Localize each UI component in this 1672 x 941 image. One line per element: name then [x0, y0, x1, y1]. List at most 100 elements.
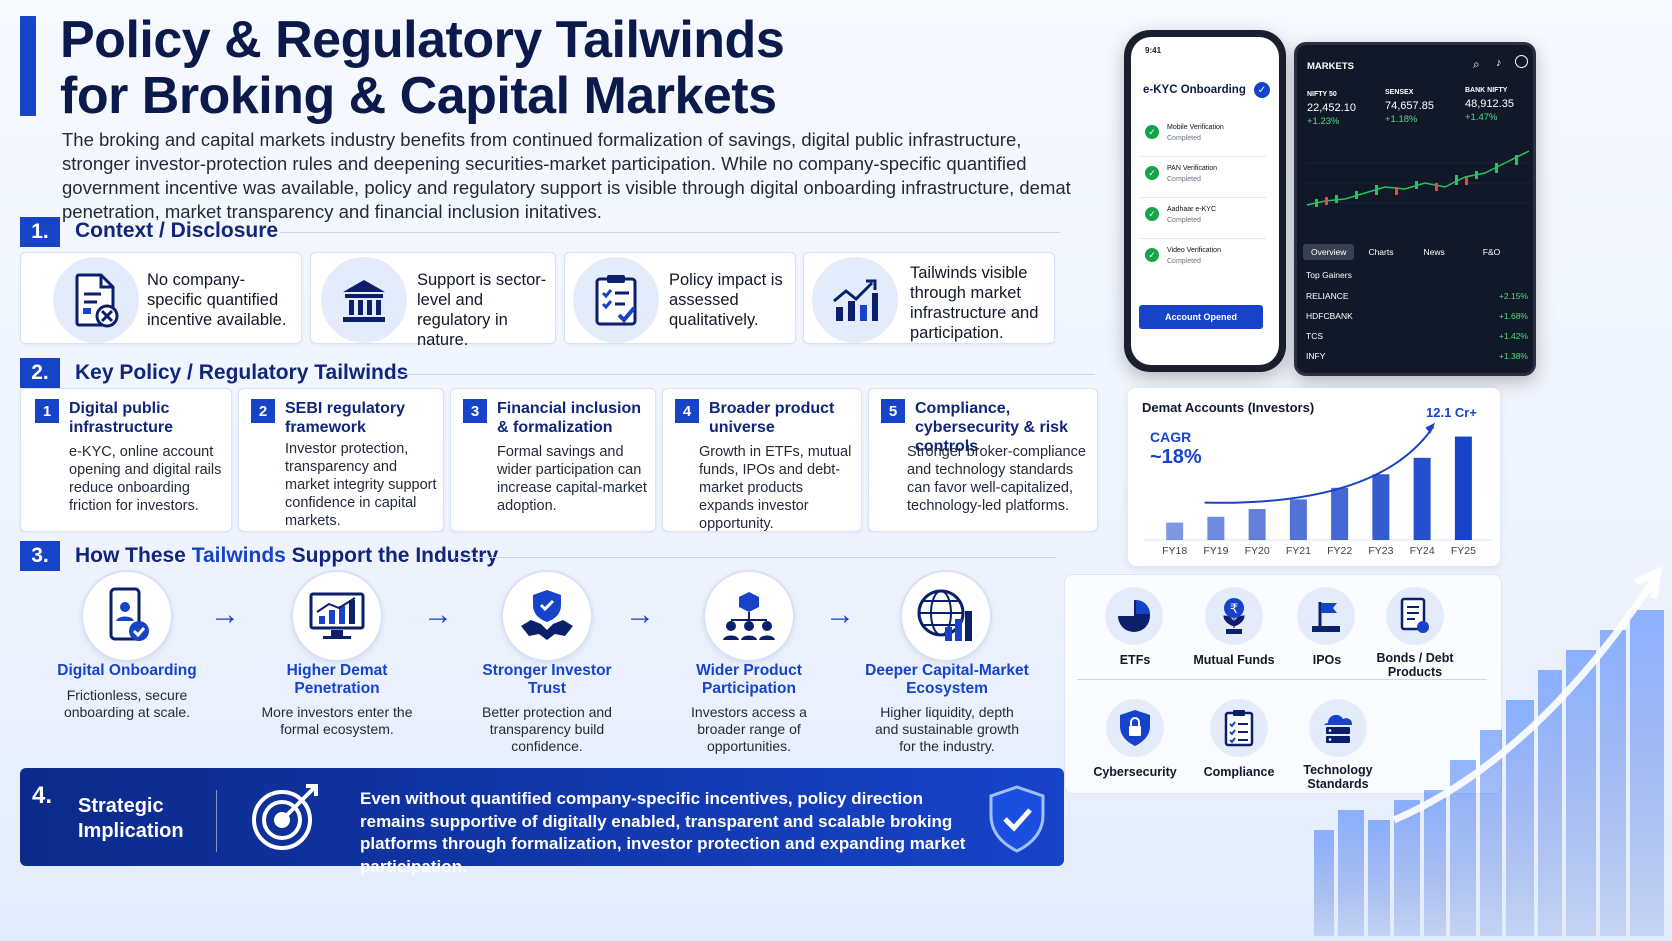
chart-bar: [1289, 499, 1307, 540]
flow-step-title: Digital Onboarding: [57, 662, 197, 679]
check-icon: ✓: [1145, 207, 1159, 221]
x-tick-label: FY21: [1286, 545, 1311, 557]
demat-accounts-chart: Demat Accounts (Investors) CAGR ~18% 12.…: [1128, 388, 1500, 566]
top-gainers-title: Top Gainers: [1306, 270, 1352, 280]
product-etfs: ETFs: [1105, 587, 1165, 667]
context-card-text: Tailwinds visible through market infrast…: [910, 264, 1039, 342]
policy-card-4: 4 Broader product universe Growth in ETF…: [662, 388, 862, 532]
growth-chart-icon: [812, 257, 898, 343]
chart-bar: [1413, 457, 1431, 540]
index-nifty: NIFTY 50 22,452.10 +1.23%: [1307, 91, 1356, 127]
shield-handshake-icon: [501, 570, 593, 662]
lock-shield-icon: [1106, 699, 1164, 757]
flow-step-title: Higher Demat Penetration: [286, 662, 388, 697]
gainers-list: RELIANCE+2.15% HDFCBANK+1.68% TCS+1.42% …: [1306, 291, 1528, 371]
gainer-row[interactable]: TCS+1.42%: [1306, 331, 1528, 341]
kyc-step: ✓ PAN Verification Completed: [1141, 158, 1266, 198]
tab-overview[interactable]: Overview: [1303, 244, 1355, 260]
policy-description: e-KYC, online account opening and digita…: [69, 444, 222, 514]
kyc-step: ✓ Video Verification Completed: [1141, 240, 1266, 280]
target-arrow-icon: [248, 782, 322, 857]
section-1-title: Context / Disclosure: [75, 219, 279, 242]
flow-step-description: Higher liquidity, depth and sustainable …: [875, 704, 1019, 754]
x-tick-label: FY22: [1327, 545, 1352, 557]
section-3-title: How These Tailwinds Support the Industry: [75, 544, 499, 567]
policy-title: Compliance, cybersecurity & risk control…: [915, 400, 1068, 455]
arrow-right-icon: →: [625, 598, 655, 631]
section-2-number: 2.: [20, 358, 60, 388]
account-opened-button[interactable]: Account Opened: [1139, 305, 1263, 329]
product-compliance: Compliance: [1203, 699, 1275, 779]
context-card-text: No company-specific quantified incentive…: [147, 271, 287, 329]
bell-icon[interactable]: ♪: [1496, 57, 1502, 69]
clipboard-check-icon: [573, 257, 659, 343]
chart-bar: [1454, 436, 1472, 540]
policy-card-2: 2 SEBI regulatory framework Investor pro…: [238, 388, 444, 532]
city-skyline-growth-arrow: [1314, 566, 1664, 936]
candlestick-chart: [1305, 150, 1531, 207]
flow-step-description: More investors enter the formal ecosyste…: [261, 704, 413, 737]
chart-bar: [1248, 509, 1266, 540]
flow-step-title: Stronger Investor Trust: [482, 662, 612, 697]
strategic-implication-banner: 4. Strategic Implication Even without qu…: [20, 768, 1064, 876]
trend-arrow-head: [1425, 422, 1436, 434]
context-card-text: Policy impact is assessed qualitatively.: [669, 271, 783, 329]
chart-bar: [1207, 516, 1225, 540]
policy-number-badge: 3: [463, 399, 487, 423]
context-card-1: No company-specific quantified incentive…: [20, 252, 302, 344]
section-1-divider: [280, 232, 1060, 233]
strategic-implication-text: Even without quantified company-specific…: [360, 789, 966, 876]
chart-bar: [1166, 522, 1184, 540]
tab-fo[interactable]: F&O: [1482, 247, 1501, 257]
section-1-number: 1.: [20, 217, 60, 247]
arrow-right-icon: →: [825, 598, 855, 631]
end-value-label: 12.1 Cr+: [1426, 405, 1477, 420]
policy-card-3: 3 Financial inclusion & formalization Fo…: [450, 388, 656, 532]
globe-chart-icon: [900, 570, 992, 662]
policy-number-badge: 1: [35, 399, 59, 423]
x-tick-label: FY20: [1245, 545, 1270, 557]
bank-building-icon: [321, 257, 407, 343]
x-tick-label: FY25: [1451, 545, 1476, 557]
mobile-user-icon: [81, 570, 173, 662]
check-circle-icon: ✓: [1254, 82, 1270, 98]
section-2-divider: [395, 374, 1095, 375]
check-icon: ✓: [1145, 166, 1159, 180]
title-accent-bar: [20, 16, 36, 116]
product-technology-standards: Technology Standards: [1299, 699, 1377, 791]
context-card-2: Support is sector-level and regulatory i…: [310, 252, 556, 349]
policy-description: Formal savings and wider participation c…: [497, 444, 647, 514]
policy-number-badge: 2: [251, 399, 275, 423]
product-cybersecurity: Cybersecurity: [1093, 699, 1177, 779]
search-icon[interactable]: ⌕: [1473, 57, 1480, 71]
policy-title: SEBI regulatory framework: [285, 400, 406, 436]
kyc-step: ✓ Aadhaar e-KYC Completed: [1141, 199, 1266, 239]
section-3-number: 3.: [20, 541, 60, 571]
gainer-row[interactable]: HDFCBANK+1.68%: [1306, 311, 1528, 321]
flow-step-title: Deeper Capital-Market Ecosystem: [865, 662, 1029, 697]
server-cloud-icon: [1309, 699, 1367, 757]
network-people-icon: [703, 570, 795, 662]
page-title: Policy & Regulatory Tailwinds for Brokin…: [60, 11, 785, 125]
context-card-4: Tailwinds visible through market infrast…: [803, 252, 1055, 344]
ipo-flag-icon: [1297, 587, 1355, 645]
policy-card-1: 1 Digital public infrastructure e-KYC, o…: [20, 388, 232, 532]
tab-news[interactable]: News: [1423, 247, 1445, 257]
arrow-right-icon: →: [210, 598, 240, 631]
flow-step-description: Better protection and transparency build…: [482, 704, 612, 754]
context-card-text: Support is sector-level and regulatory i…: [417, 271, 547, 349]
shield-check-icon: [986, 784, 1048, 859]
policy-description: Investor protection, transparency and ma…: [285, 441, 437, 529]
check-icon: ✓: [1145, 248, 1159, 262]
profile-icon[interactable]: [1515, 55, 1528, 68]
gainer-row[interactable]: INFY+1.38%: [1306, 351, 1528, 361]
policy-number-badge: 4: [675, 399, 699, 423]
context-card-3: Policy impact is assessed qualitatively.: [564, 252, 796, 344]
trend-arrow-line: [1204, 426, 1435, 504]
arrow-right-icon: →: [423, 598, 453, 631]
tab-charts[interactable]: Charts: [1368, 247, 1394, 257]
chart-bar: [1372, 474, 1390, 540]
gainer-row[interactable]: RELIANCE+2.15%: [1306, 291, 1528, 301]
intro-paragraph: The broking and capital markets industry…: [62, 129, 1071, 222]
